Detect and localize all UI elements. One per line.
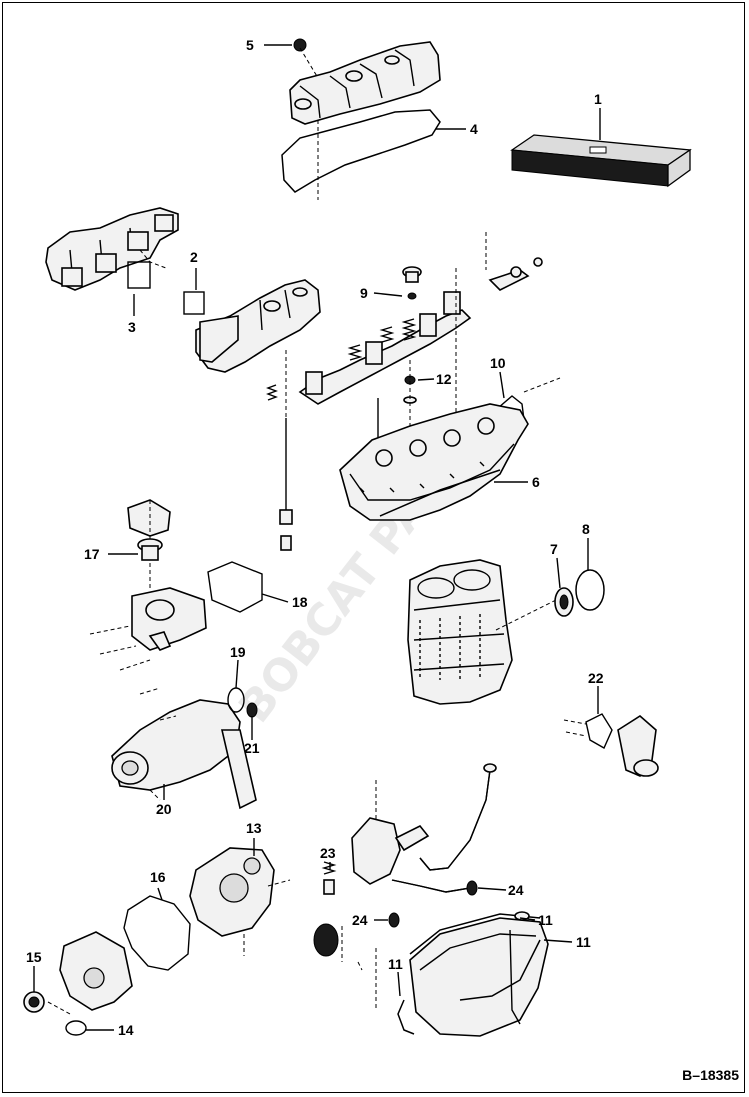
part-16-gasket (123, 895, 191, 971)
oil-pan (409, 917, 549, 1037)
callout-20: 20 (156, 801, 172, 817)
part-4-cover-gasket (281, 47, 441, 200)
callout-11-b: 11 (576, 934, 591, 950)
part-12-valve-seal (403, 360, 417, 430)
part-3-exhaust-manifold (45, 207, 179, 291)
oil-pump-housing (351, 780, 430, 885)
part-1-filter (510, 134, 692, 188)
callout-8: 8 (582, 521, 590, 537)
part-24-o-rings (388, 880, 478, 928)
part-5-oil-cap (293, 38, 307, 52)
callout-1: 1 (594, 91, 602, 107)
part-8-rear-seal (575, 569, 605, 611)
callout-7: 7 (550, 541, 558, 557)
callout-4: 4 (470, 121, 478, 137)
valve-springs (266, 318, 417, 401)
callout-14: 14 (118, 1022, 134, 1038)
part-2-intake-gasket (183, 291, 205, 315)
part-7-seal (554, 587, 574, 617)
callout-9: 9 (360, 285, 368, 301)
pushrods (279, 350, 379, 551)
part-20-water-pump (111, 699, 257, 810)
oil-strainer (313, 923, 343, 962)
part-6-cylinder-head (339, 403, 529, 521)
part-22-outlet (563, 713, 659, 777)
part-23-spring (321, 861, 337, 895)
callout-10: 10 (490, 355, 506, 371)
part-18-gasket (207, 561, 263, 613)
leader-lines (33, 44, 601, 1031)
part-11-pan-seals (397, 911, 541, 1035)
callout-6: 6 (532, 474, 540, 490)
callout-22: 22 (588, 670, 604, 686)
callout-21: 21 (244, 740, 260, 756)
part-21-o-ring (246, 702, 258, 718)
dipstick-tube (419, 763, 497, 871)
callout-13: 13 (246, 820, 262, 836)
part-4-valve-cover (289, 41, 441, 125)
front-cover (59, 931, 133, 1011)
misc-bolts (357, 948, 377, 1010)
figure-reference: B–18385 (682, 1067, 739, 1083)
callout-12: 12 (436, 371, 452, 387)
callout-11-a: 11 (538, 912, 553, 928)
part-9-cap (402, 266, 422, 300)
part-13-gear-case (189, 847, 291, 956)
callout-24-b: 24 (352, 912, 368, 928)
callout-16: 16 (150, 869, 166, 885)
callout-2: 2 (190, 249, 198, 265)
engine-block (407, 559, 557, 705)
part-15-crank-seal (23, 991, 45, 1013)
pump-bolt-lines (139, 687, 177, 801)
part-3-exhaust-gasket (127, 249, 167, 289)
part-14-gasket (47, 1001, 87, 1036)
part-17-thermostat (137, 538, 163, 561)
part-2-intake-manifold (195, 279, 321, 373)
callout-23: 23 (320, 845, 336, 861)
callout-24-a: 24 (508, 882, 524, 898)
callout-19: 19 (230, 644, 246, 660)
callout-11-c: 11 (388, 956, 403, 972)
callout-17: 17 (84, 546, 100, 562)
callout-5: 5 (246, 37, 254, 53)
callout-3: 3 (128, 319, 136, 335)
thermostat-housing (89, 499, 207, 671)
callout-18: 18 (292, 594, 308, 610)
oil-pickup-tube (391, 879, 471, 893)
callout-15: 15 (26, 949, 42, 965)
rocker-arm-assembly (298, 232, 543, 420)
